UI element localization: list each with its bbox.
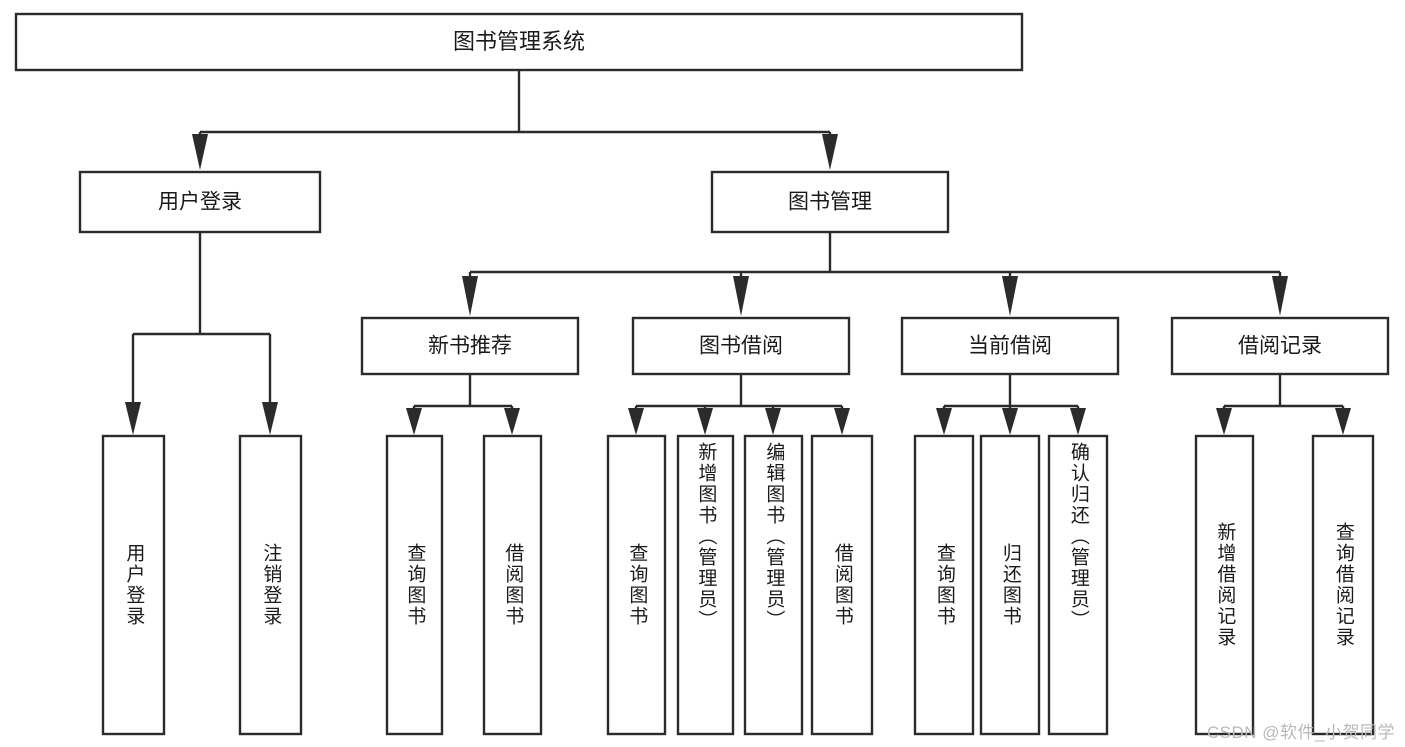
arrowhead-borrow-record-leaf-1 [1216,408,1232,435]
arrowhead-new-book-recommend [462,276,478,316]
arrowhead-user-login [192,134,208,170]
node-box-leaf-edit-book-admin[interactable] [743,434,804,736]
arrowhead-user-leaf-1 [125,402,141,435]
arrowhead-borrow-record [1272,276,1288,316]
node-box-leaf-user-login[interactable] [101,434,166,736]
arrowhead-book-borrow-leaf-2 [697,408,713,435]
node-box-new-book-recommend[interactable] [360,316,580,376]
node-box-borrow-record[interactable] [1170,316,1390,376]
arrowhead-book-borrow [733,276,749,316]
arrowhead-book-borrow-leaf-3 [765,408,781,435]
node-label-borrow-record: 借阅记录 [1238,335,1322,358]
arrowhead-new-book-leaf-2 [504,408,520,435]
node-box-current-borrow[interactable] [900,316,1120,376]
node-label-current-borrow: 当前借阅 [968,335,1052,358]
arrowhead-current-borrow-leaf-1 [936,408,952,435]
node-box-leaf-query-book-current[interactable] [913,434,975,736]
arrowhead-new-book-leaf-1 [406,408,422,435]
node-layer: 图书管理系统 用户登录 图书管理 新书推荐 图书借阅 当前借阅 借阅记录 [14,12,1390,736]
arrowhead-borrow-record-leaf-2 [1335,408,1351,435]
node-label-new-book-recommend: 新书推荐 [428,335,512,358]
arrowhead-layer [125,134,1351,435]
node-box-leaf-borrow-book[interactable] [810,434,874,736]
arrowhead-current-borrow [1002,276,1018,316]
arrowhead-book-borrow-leaf-1 [628,408,644,435]
node-label-book-borrow: 图书借阅 [699,335,783,358]
node-box-leaf-query-borrow-record[interactable] [1311,434,1375,736]
arrowhead-book-manage [822,134,838,170]
arrowhead-current-borrow-leaf-3 [1070,408,1086,435]
node-box-root[interactable] [14,12,1024,72]
node-label-root: 图书管理系统 [453,29,585,54]
arrowhead-user-leaf-2 [262,402,278,435]
node-box-leaf-query-book-borrow[interactable] [606,434,667,736]
node-box-leaf-borrow-book-recommend[interactable] [482,434,543,736]
node-box-leaf-add-borrow-record[interactable] [1194,434,1255,736]
node-box-user-login[interactable] [78,170,322,234]
node-label-book-manage: 图书管理 [788,191,872,214]
node-box-leaf-return-book[interactable] [979,434,1041,736]
node-label-user-login: 用户登录 [158,191,242,214]
arrowhead-current-borrow-leaf-2 [1002,408,1018,435]
node-box-leaf-logout-login[interactable] [238,434,303,736]
node-box-book-borrow[interactable] [631,316,851,376]
node-box-leaf-query-book-recommend[interactable] [385,434,444,736]
arrowhead-book-borrow-leaf-4 [834,408,850,435]
node-box-leaf-add-book-admin[interactable] [676,434,735,736]
node-box-book-manage[interactable] [710,170,950,234]
node-box-leaf-confirm-return-admin[interactable] [1047,434,1109,736]
